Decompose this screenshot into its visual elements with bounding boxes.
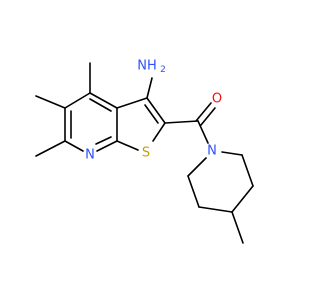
- bond-c4-c5: [64, 92, 91, 109]
- bond-c3a-c4: [89, 92, 118, 109]
- bond-c6-n: [64, 140, 84, 152]
- bond-n-c7a-double: [95, 136, 112, 145]
- bond-c3-nh2: [146, 77, 153, 99]
- bond-pip-n-c2: [187, 157, 207, 177]
- bond-c2-s: [152, 122, 166, 142]
- bond-c3-c2: [146, 97, 166, 124]
- amine-nh-text: NH: [137, 59, 157, 74]
- bond-c2-carbonyl: [164, 120, 199, 124]
- bond-s-c7a: [116, 140, 139, 151]
- bond-carbonyl-n: [197, 120, 209, 144]
- bond-pip-c2-c3: [187, 175, 200, 208]
- carbonyl-oxygen-label: O: [212, 92, 222, 107]
- bond-c3a-c4-double: [89, 98, 112, 112]
- thiophene-sulfur-label: S: [142, 146, 150, 161]
- molecule-canvas: NH 2 O N S N: [35, 59, 254, 244]
- amine-label: NH 2: [137, 59, 166, 76]
- bond-c-o-b: [200, 107, 216, 126]
- bond-pip-methyl: [231, 211, 244, 244]
- bond-pip-c4-c5: [231, 185, 254, 213]
- bond-pip-c5-c6: [241, 154, 254, 187]
- bond-pip-c3-c4: [198, 206, 233, 213]
- pyridine-nitrogen-label: N: [85, 148, 95, 163]
- piperidine-nitrogen-label: N: [207, 144, 217, 159]
- bond-methyl-c6: [35, 140, 66, 157]
- bond-pip-c6-n: [221, 151, 243, 156]
- bond-c3a-c3: [116, 97, 148, 109]
- structure-diagram: NH 2 O N S N: [35, 59, 254, 244]
- amine-subscript-text: 2: [160, 65, 166, 75]
- bond-c-o-a: [195, 102, 212, 122]
- bond-c3-c2-double: [144, 104, 159, 124]
- bond-methyl-c5: [35, 95, 66, 109]
- bond-n-c7a: [96, 140, 118, 152]
